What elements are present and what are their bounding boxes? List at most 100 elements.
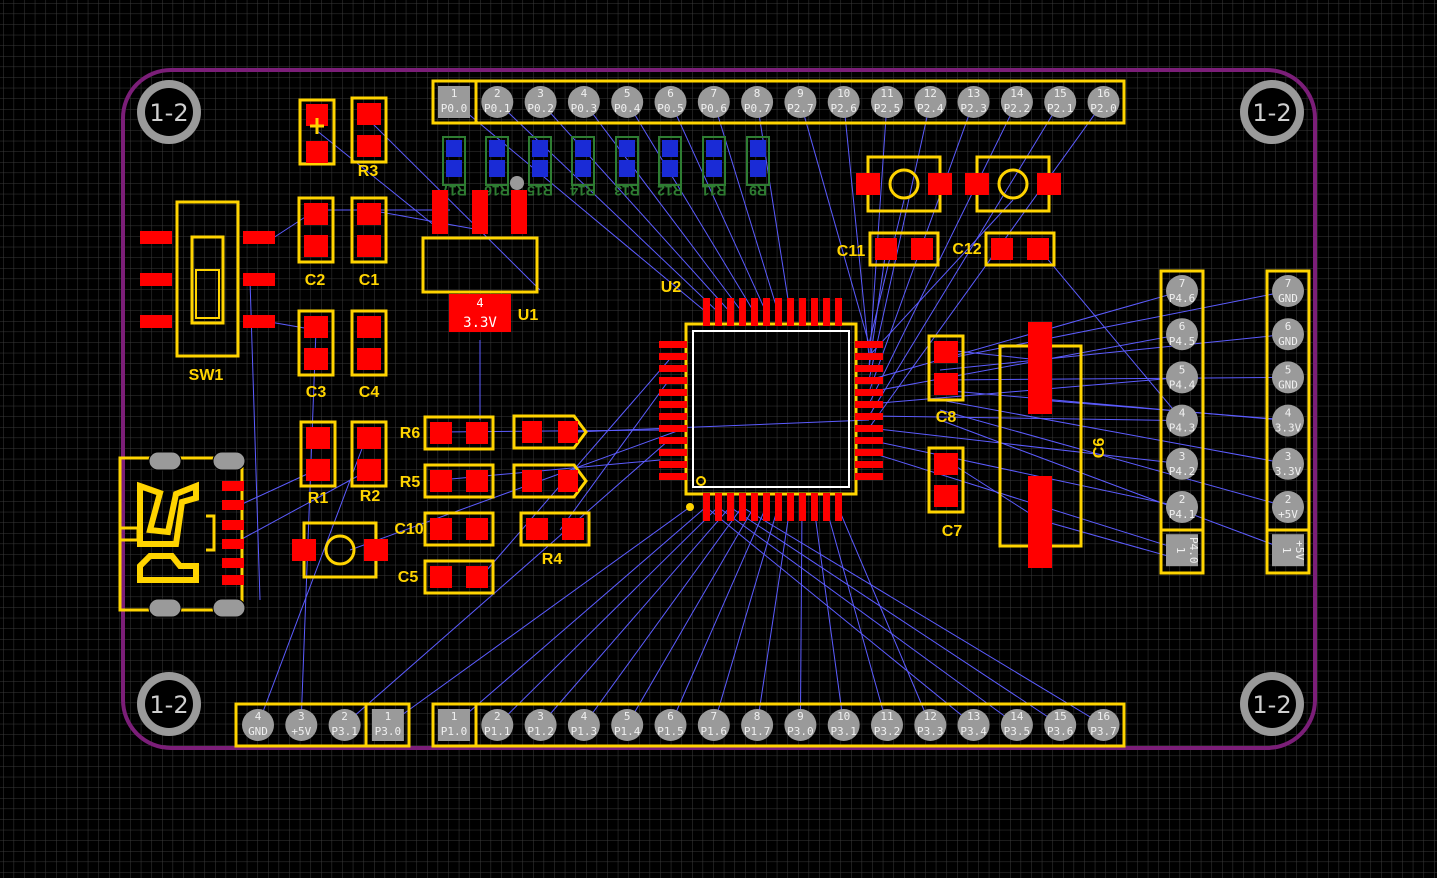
smd-part-vertical[interactable] [350,96,388,164]
bottom-outline [746,136,770,186]
usb-connector[interactable] [118,451,246,618]
pin-net: P3.3 [917,725,944,738]
smd-part-horizontal[interactable] [519,511,591,547]
header-bottom-p1-p3[interactable]: 1P1.0 2P1.1 3P1.2 4P1.3 5P1.4 6P1.5 7P1.6 8P1.7… [431,702,1126,748]
header-pin[interactable]: 1P3.0 [371,709,404,741]
smd-part-horizontal[interactable] [423,559,495,595]
header-pin[interactable]: 3P0.2 [524,86,557,118]
smd-part-horizontal[interactable] [984,231,1056,267]
smd-part-vertical[interactable] [927,334,965,402]
header-pin[interactable]: 43.3V [1272,404,1304,437]
header-pin[interactable]: 7P4.6 [1166,275,1198,307]
smd-part-horizontal[interactable] [423,415,495,451]
header-pin[interactable]: 5P0.4 [611,86,644,118]
bottom-pad [750,160,766,177]
header-pin[interactable]: 5P1.4 [611,709,644,741]
header-pin[interactable]: 7P0.6 [697,86,730,118]
header-pin[interactable]: 8P0.7 [741,86,774,118]
smd-part-vertical[interactable] [350,309,388,377]
smd-part-vertical[interactable] [297,196,335,264]
header-pin[interactable]: 2P3.1 [328,709,361,741]
header-pin[interactable]: 3P1.2 [524,709,557,741]
pin-net: P4.2 [1169,465,1196,478]
smd-part-vertical[interactable] [350,420,388,488]
u2-pin [763,493,770,521]
header-pin[interactable]: 2+5V [1272,491,1304,523]
bottom-resistor[interactable]: R14 [570,136,596,199]
smd-part-vertical[interactable] [350,196,388,264]
header-pin[interactable]: 4P0.3 [567,86,600,118]
polarized-cap[interactable] [298,98,336,166]
header-pin[interactable]: 4P1.3 [567,709,600,741]
bottom-resistor[interactable]: R11 [701,136,726,199]
hole-label: 1-2 [1252,691,1291,719]
smd-part-vertical[interactable] [299,420,337,488]
header-pin[interactable]: 33.3V [1272,447,1304,480]
header-top-p0-p2[interactable]: 1P0.0 2P0.1 3P0.2 4P0.3 5P0.4 6P0.5 7P0.6 8P0.7… [431,79,1126,125]
pin-number: 1 [451,87,458,100]
header-pin[interactable]: 1P1.0 [438,709,470,741]
header-pin[interactable]: 1+5V [1272,534,1306,567]
bottom-resistor[interactable]: R16 [484,136,510,199]
header-pin[interactable]: 3+5V [285,709,318,741]
smd-part-horizontal[interactable] [423,511,495,547]
header-pin[interactable]: 6P1.5 [654,709,687,741]
header-pin[interactable]: 3P4.2 [1166,447,1198,480]
header-pin[interactable]: 9P3.0 [784,709,817,741]
header-pin[interactable]: 7P1.6 [697,709,730,741]
header-pin[interactable]: 9P2.7 [784,86,817,118]
sw1-slide-switch[interactable]: SW1 [140,200,275,384]
led-1[interactable] [512,414,588,450]
ratsnest-line [574,419,870,433]
header-pin[interactable]: 4P4.3 [1166,404,1198,437]
header-pin[interactable]: 2P0.1 [481,86,514,118]
u2-mcu[interactable]: U2 [659,279,883,521]
bottom-resistor[interactable]: R15 [527,136,553,199]
bottom-resistor[interactable]: R9 [746,136,770,199]
bottom-resistor[interactable]: R12 [657,136,683,199]
led-2[interactable] [512,463,588,499]
header-pin[interactable]: 2P1.1 [481,709,514,741]
tactile-button[interactable] [965,155,1061,213]
c6-capacitor[interactable]: C6 [998,322,1108,568]
header-pin[interactable]: 2P4.1 [1166,491,1198,523]
header-pin[interactable]: 8P1.7 [741,709,774,741]
u1-regulator[interactable]: 4 3.3V U1 [421,190,539,332]
header-pin[interactable]: 6P4.5 [1166,318,1198,351]
smd-part-horizontal[interactable] [868,231,940,267]
header-pin[interactable]: 6P0.5 [654,86,687,118]
smd-part-vertical[interactable] [927,446,965,514]
header-pin[interactable]: 5P4.4 [1166,361,1198,394]
tactile-button[interactable] [856,155,952,213]
pin-number: 3 [1285,450,1292,463]
smd-part-vertical[interactable] [297,309,335,377]
bottom-resistor[interactable]: R13 [614,136,640,199]
header-pin[interactable]: 1P0.0 [438,86,470,118]
smd-part-horizontal[interactable] [423,463,495,499]
tactile-button[interactable] [292,521,388,579]
